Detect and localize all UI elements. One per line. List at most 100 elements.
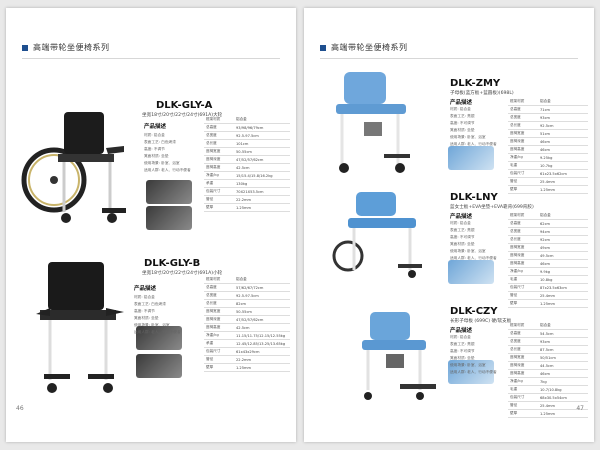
spec-value: 铝合金 [234, 116, 290, 124]
product-subtitle: 坐宽18寸/20寸/22寸/24寸(691A)小轮 [142, 271, 223, 276]
spec-value: 50-55cm [234, 307, 290, 316]
spec-key: 净重/kg [204, 171, 234, 180]
detail-thumb-2 [146, 206, 192, 230]
feature-item: 适用人群: 老人、行动不便者 [134, 330, 181, 334]
spec-key: 座椅深度 [508, 137, 538, 146]
feature-item: 材质: 铝合金 [144, 133, 165, 137]
spec-key: 总高度 [508, 219, 538, 228]
spec-value: 22.2mm [234, 355, 290, 364]
detail-thumb-5 [448, 146, 494, 170]
spec-key: 座椅宽度 [204, 307, 234, 316]
spec-value: 61x23.5x62cm [538, 169, 588, 178]
spec-key: 座椅高度 [204, 163, 234, 172]
spec-key: 毛重 [508, 161, 538, 170]
spec-key: 净重/kg [204, 331, 234, 340]
spec-value: 87x23.5x63cm [538, 283, 588, 292]
spec-key: 管径 [508, 401, 538, 410]
spec-key: 总高度 [204, 123, 234, 132]
product-image-gly-a [21, 112, 126, 223]
left-page: 高端带轮坐便椅系列 DLK-GLY-A 坐宽18寸/20寸/22寸/24寸(69… [6, 8, 296, 442]
product-model: DLK-GLY-A [156, 100, 213, 111]
spec-key: 座椅宽度 [508, 129, 538, 138]
spec-value: 1.25mm [234, 363, 290, 372]
feature-item: 表面工艺: 亮银 [450, 342, 475, 346]
spec-value: 46cm [538, 137, 588, 146]
spec-key: 总宽度 [508, 337, 538, 346]
product-desc-heading: 产品描述 [144, 124, 167, 130]
spec-key: 包装尺寸 [508, 169, 538, 178]
spec-value: 10.7kg [538, 161, 588, 170]
feature-item: 高度: 不可调节 [450, 349, 475, 353]
spec-key: 总宽度 [204, 131, 234, 140]
feature-item: 适用人群: 老人、行动不便者 [450, 370, 497, 374]
spec-value: 25.4mm [538, 177, 588, 186]
spec-key: 框架材质 [204, 116, 234, 124]
feature-item: 凳面材质: 坐垫 [450, 242, 475, 246]
feature-item: 高度: 不可调节 [450, 121, 475, 125]
product-desc-heading: 产品描述 [450, 100, 473, 106]
spec-key: 净重/kg [508, 153, 538, 162]
spec-key: 总长度 [204, 139, 234, 148]
spec-row: 框架材质铝合金 [508, 212, 588, 220]
spec-value: 82cm [234, 299, 290, 308]
spec-key: 座椅深度 [508, 361, 538, 370]
feature-item: 高度: 不调节 [144, 147, 165, 151]
spec-value: 11.15/11.75/12.15/12.55kg [234, 331, 290, 340]
spec-key: 净重/kg [508, 377, 538, 386]
spec-value: 7kg [538, 377, 588, 386]
detail-thumb-3 [136, 326, 182, 350]
feature-item: 表面工艺: 白色烤漆 [134, 302, 166, 306]
spec-value: 10.7/10.8kg [538, 385, 588, 394]
section-header-left: 高端带轮坐便椅系列 [22, 42, 110, 53]
feature-list: 材质: 铝合金 表面工艺: 亮银 高度: 不可调节 凳面材质: 坐垫 使用场景:… [450, 106, 506, 148]
spec-value: 93/98/96/79cm [234, 123, 290, 132]
spec-value: 铝合金 [538, 322, 588, 330]
detail-thumb-4 [136, 354, 182, 378]
spec-key: 总长度 [508, 121, 538, 130]
product-desc-heading: 产品描述 [134, 286, 157, 292]
spec-value: 1.25mm [538, 299, 588, 308]
spec-key: 座椅深度 [204, 315, 234, 324]
spec-value: 92.5-97.5cm [234, 131, 290, 140]
spec-key: 座椅深度 [204, 155, 234, 164]
section-header-right: 高端带轮坐便椅系列 [320, 42, 408, 53]
spec-value: 铝合金 [538, 212, 588, 220]
feature-item: 材质: 铝合金 [450, 335, 471, 339]
spec-value: 47/52/57/62cm [234, 155, 290, 164]
spec-key: 总长度 [508, 235, 538, 244]
spec-key: 壁厚 [508, 299, 538, 308]
detail-thumb-1 [146, 180, 192, 204]
spec-value: 130kg [234, 179, 290, 188]
header-marker-icon [320, 44, 326, 51]
spec-key: 座椅高度 [508, 369, 538, 378]
feature-item: 凳面材质: 坐垫 [450, 128, 475, 132]
spec-key: 壁厚 [204, 363, 234, 372]
spec-value: 42.5cm [234, 163, 290, 172]
spec-key: 座椅深度 [508, 251, 538, 260]
spec-value: 92.5-97.5cm [234, 291, 290, 300]
section-title: 高端带轮坐便椅系列 [331, 43, 408, 52]
spec-key: 座椅高度 [508, 259, 538, 268]
feature-item: 适用人群: 老人、行动不便者 [144, 168, 191, 172]
spec-key: 毛重 [508, 275, 538, 284]
detail-thumb-7 [448, 360, 494, 384]
